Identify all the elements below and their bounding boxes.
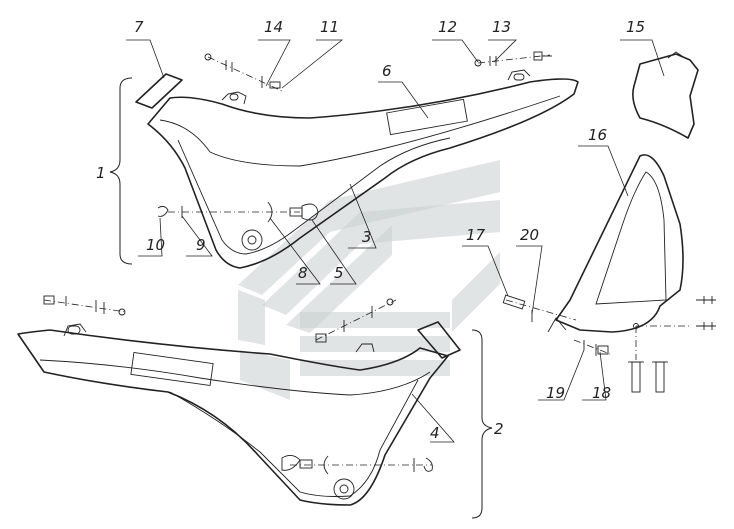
callout-10: 10 bbox=[146, 236, 165, 254]
callout-19: 19 bbox=[546, 384, 565, 402]
fastener-set-lower-middle bbox=[315, 298, 394, 343]
callout-9: 9 bbox=[196, 236, 206, 254]
leader-lines bbox=[126, 39, 665, 443]
fastener-set-lower-right bbox=[281, 455, 433, 475]
fastener-set-lower-left bbox=[43, 295, 126, 316]
upper-side-cover bbox=[147, 69, 579, 269]
callout-17: 17 bbox=[466, 226, 486, 244]
fastener-set-upper-right bbox=[474, 51, 552, 67]
part-16-panel bbox=[547, 154, 684, 333]
callout-1: 1 bbox=[96, 164, 106, 182]
callout-7: 7 bbox=[134, 18, 144, 36]
callout-18: 18 bbox=[592, 384, 611, 402]
callout-4: 4 bbox=[430, 424, 440, 442]
brace-1 bbox=[109, 77, 133, 265]
watermark-logo bbox=[238, 160, 500, 400]
callout-8: 8 bbox=[298, 264, 308, 282]
callout-3: 3 bbox=[362, 228, 372, 246]
brace-2 bbox=[471, 329, 493, 519]
callout-2: 2 bbox=[494, 420, 504, 438]
callout-12: 12 bbox=[438, 18, 457, 36]
fastener-set-upper-left bbox=[204, 53, 281, 89]
callout-14: 14 bbox=[264, 18, 283, 36]
callout-16: 16 bbox=[588, 126, 607, 144]
callout-6: 6 bbox=[382, 62, 392, 80]
fastener-axes bbox=[43, 54, 690, 466]
pad-part-7 bbox=[135, 73, 183, 109]
fastener-set-right bbox=[502, 294, 716, 393]
callout-11: 11 bbox=[320, 18, 339, 36]
part-15-bracket bbox=[632, 51, 699, 139]
callout-13: 13 bbox=[492, 18, 511, 36]
lower-side-cover bbox=[17, 321, 461, 506]
callout-5: 5 bbox=[334, 264, 344, 282]
callout-labels: 7 14 11 12 13 15 6 16 1 17 20 3 10 9 8 5… bbox=[96, 18, 645, 442]
callout-15: 15 bbox=[626, 18, 645, 36]
callout-20: 20 bbox=[520, 226, 539, 244]
